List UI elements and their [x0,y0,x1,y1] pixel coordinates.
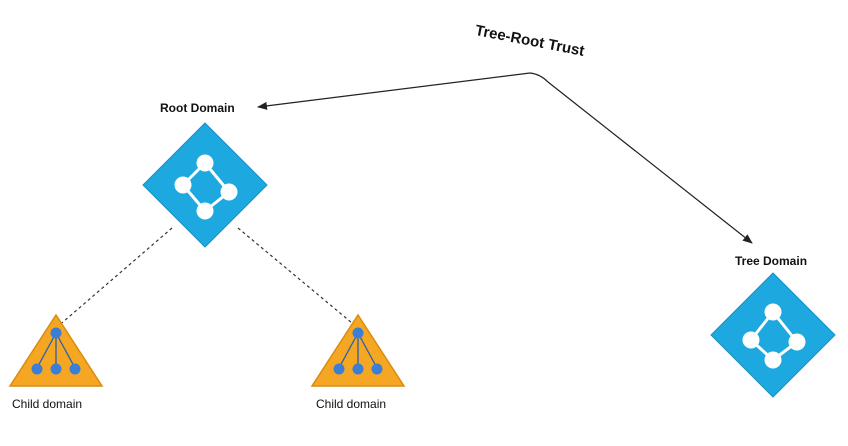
root-domain-network-icon [142,122,268,248]
child-domain-right-label: Child domain [316,397,387,411]
trust-arrow-to-root [257,72,531,110]
dashed-link-right-child [237,227,359,329]
child-domain-left-label: Child domain [12,397,83,411]
tree-domain-label: Tree Domain [735,254,808,268]
child-domain-left-hierarchy-icon [8,313,104,387]
trust-arrow-to-tree [529,72,753,244]
tree-domain-network-icon [710,272,836,398]
child-domain-right-hierarchy-icon [310,313,406,387]
root-domain-label: Root Domain [160,101,235,115]
dashed-link-left-child [55,227,173,329]
